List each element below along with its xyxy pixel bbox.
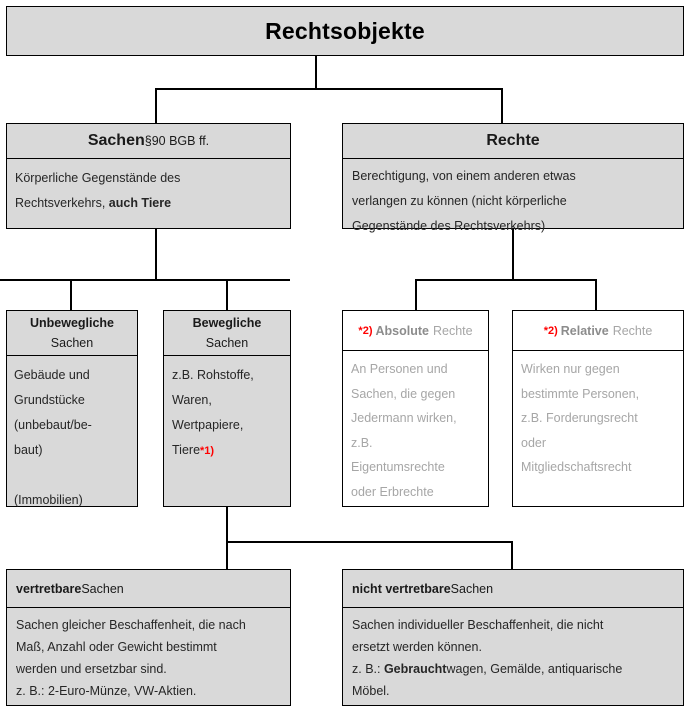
node-vertretbare-body-line3: werden und ersetzbar sind.	[16, 662, 167, 676]
footnote-marker-absolute: *2)	[358, 324, 373, 337]
node-vertretbare-body-line1: Sachen gleicher Beschaffenheit, die nach	[16, 618, 246, 632]
node-rechte-title: Rechte	[486, 132, 540, 149]
node-relative-body-line1: Wirken nur gegen	[521, 362, 620, 376]
footnote-marker-relative: *2)	[543, 324, 558, 337]
node-sachen[interactable]: Sachen §90 BGB ff. Körperliche Gegenstän…	[6, 123, 291, 229]
node-absolute-body: An Personen und Sachen, die gegen Jederm…	[343, 351, 488, 504]
node-unbewegliche-body-line3: (unbebaut/be-	[14, 418, 92, 432]
connector-absolute-drop	[415, 279, 417, 311]
connector-relative-drop	[595, 279, 597, 311]
node-sachen-body-line2-pre: Rechtsverkehrs,	[15, 196, 109, 210]
node-bewegliche-body-line2: Waren,	[172, 393, 212, 407]
node-vertretbare-header: vertretbare Sachen	[7, 570, 290, 608]
node-nicht-vertretbare-body: Sachen individueller Beschaffenheit, die…	[343, 608, 683, 702]
node-bewegliche-title: Bewegliche	[192, 316, 262, 330]
node-vertretbare-body-line4: z. B.: 2-Euro-Münze, VW-Aktien.	[16, 684, 197, 698]
node-relative-subtitle: Rechte	[612, 323, 653, 338]
node-vertretbare-sachen[interactable]: vertretbare Sachen Sachen gleicher Besch…	[6, 569, 291, 706]
connector-level2-bar	[155, 88, 503, 90]
node-unbewegliche-body-line6: (Immobilien)	[14, 493, 83, 507]
connector-level2-right-drop	[501, 88, 503, 124]
node-bewegliche-body-line4: Tiere*1)	[172, 438, 283, 464]
node-nicht-vertretbare-body-line3-pre: z. B.:	[352, 662, 384, 676]
node-nicht-vertretbare-body-line3: z. B.: Gebrauchtwagen, Gemälde, antiquar…	[352, 658, 675, 680]
node-nicht-vertretbare-body-line4: Möbel.	[352, 684, 390, 698]
node-bewegliche-body-line1: z.B. Rohstoffe,	[172, 368, 254, 382]
connector-title-to-level2	[315, 56, 317, 90]
node-sachen-body: Körperliche Gegenstände des Rechtsverkeh…	[7, 159, 290, 216]
node-bewegliche-sachen[interactable]: Bewegliche Sachen z.B. Rohstoffe, Waren,…	[163, 310, 291, 507]
node-unbewegliche-sachen[interactable]: Unbewegliche Sachen Gebäude und Grundstü…	[6, 310, 138, 507]
node-vertretbare-title: vertretbare	[16, 581, 82, 596]
node-bewegliche-body-line4-text: Tiere	[172, 443, 201, 457]
node-relative-title: Relative	[560, 323, 609, 338]
node-sachen-title: Sachen	[87, 132, 145, 149]
connector-level4-bar	[226, 541, 513, 543]
node-relative-body: Wirken nur gegen bestimmte Personen, z.B…	[513, 351, 683, 480]
node-relative-body-line5: Mitgliedschaftsrecht	[521, 460, 632, 474]
node-rechte-body-line1: Berechtigung, von einem anderen etwas	[352, 169, 576, 183]
node-unbewegliche-body: Gebäude und Grundstücke (unbebaut/be- ba…	[7, 356, 137, 513]
node-nicht-vertretbare-body-line3-post: wagen, Gemälde, antiquarische	[446, 662, 623, 676]
title-box[interactable]: Rechtsobjekte	[6, 6, 684, 56]
node-rechte-body: Berechtigung, von einem anderen etwas ve…	[343, 159, 683, 239]
node-nicht-vertretbare-body-line1: Sachen individueller Beschaffenheit, die…	[352, 618, 604, 632]
node-nicht-vertretbare-sachen[interactable]: nicht vertretbare Sachen Sachen individu…	[342, 569, 684, 706]
node-unbewegliche-body-line2: Grundstücke	[14, 393, 85, 407]
node-sachen-body-line2: Rechtsverkehrs, auch Tiere	[15, 191, 282, 216]
node-vertretbare-subtitle: Sachen	[81, 581, 124, 596]
node-nicht-vertretbare-body-line3-bold: Gebraucht	[383, 662, 447, 676]
footnote-marker-tiere: *1)	[200, 445, 215, 457]
node-absolute-body-line6: oder Erbrechte	[351, 484, 434, 499]
node-bewegliche-header: Bewegliche Sachen	[164, 311, 290, 356]
node-unbewegliche-body-line1: Gebäude und	[14, 368, 90, 382]
node-sachen-subtitle: §90 BGB ff.	[144, 134, 210, 148]
node-absolute-body-line5: Eigentumsrechte	[351, 460, 445, 474]
node-rechte-header: Rechte	[343, 124, 683, 159]
node-nicht-vertretbare-body-line2: ersetzt werden können.	[352, 640, 482, 654]
node-absolute-body-line4: z.B.	[351, 435, 373, 450]
node-sachen-header: Sachen §90 BGB ff.	[7, 124, 290, 159]
node-bewegliche-subtitle: Sachen	[205, 336, 249, 350]
node-rechte[interactable]: Rechte Berechtigung, von einem anderen e…	[342, 123, 684, 233]
connector-sachen-down	[155, 229, 157, 281]
node-relative-body-line3: z.B. Forderungsrecht	[521, 411, 638, 425]
node-unbewegliche-subtitle: Sachen	[50, 336, 94, 350]
node-rechte-body-line3: Gegenstände des Rechtsverkehrs)	[352, 219, 546, 233]
node-relative-body-line4: oder	[521, 435, 547, 450]
node-unbewegliche-body-line4: baut)	[14, 443, 43, 457]
node-absolute-title: Absolute	[375, 323, 429, 338]
node-nicht-vertretbare-subtitle: Sachen	[450, 581, 494, 596]
connector-rechte-down	[512, 229, 514, 281]
connector-rechte-bar	[415, 279, 597, 281]
node-vertretbare-body: Sachen gleicher Beschaffenheit, die nach…	[7, 608, 290, 702]
node-absolute-body-line2: Sachen, die gegen	[351, 386, 456, 401]
node-rechte-body-line2: verlangen zu können (nicht körperliche	[352, 194, 567, 208]
connector-unbewegliche-drop	[70, 279, 72, 311]
node-bewegliche-body: z.B. Rohstoffe, Waren, Wertpapiere, Tier…	[164, 356, 290, 464]
node-unbewegliche-body-spacer	[14, 463, 130, 488]
node-nicht-vertretbare-title: nicht vertretbare	[352, 581, 451, 596]
node-nicht-vertretbare-header: nicht vertretbare Sachen	[343, 570, 683, 608]
node-absolute-subtitle: Rechte	[432, 323, 473, 338]
node-absolute-body-line3: Jedermann wirken,	[351, 411, 457, 425]
connector-level2-left-drop	[155, 88, 157, 124]
node-vertretbare-body-line2: Maß, Anzahl oder Gewicht bestimmt	[16, 640, 217, 654]
node-unbewegliche-header: Unbewegliche Sachen	[7, 311, 137, 356]
connector-sachen-bar	[0, 279, 290, 281]
node-relative-body-line2: bestimmte Personen,	[521, 386, 640, 401]
node-absolute-body-line1: An Personen und	[351, 362, 448, 376]
node-bewegliche-body-line3: Wertpapiere,	[172, 418, 244, 432]
node-sachen-body-line2-bold: auch Tiere	[108, 196, 172, 210]
node-sachen-body-line1: Körperliche Gegenstände des	[15, 171, 181, 185]
page-title: Rechtsobjekte	[265, 17, 425, 44]
node-unbewegliche-title: Unbewegliche	[29, 316, 115, 330]
connector-nicht-vertretbare-drop	[511, 541, 513, 569]
connector-bewegliche-drop	[226, 279, 228, 311]
connector-bewegliche-down	[226, 507, 228, 569]
